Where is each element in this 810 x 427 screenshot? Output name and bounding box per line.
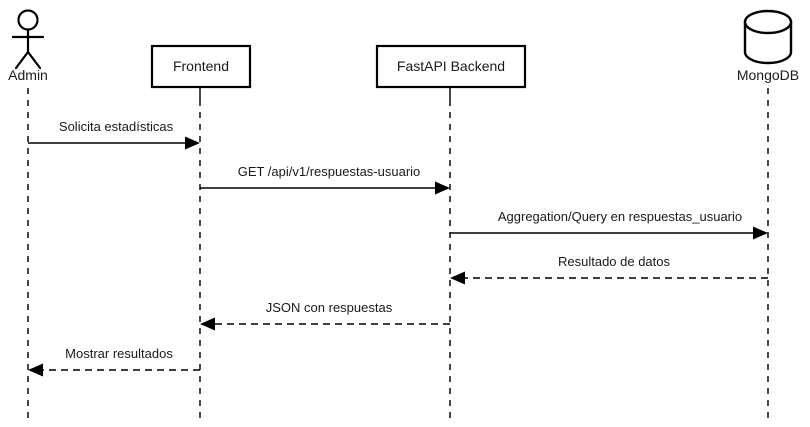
participant-label-mongodb: MongoDB [737, 67, 799, 83]
participant-box-frontend[interactable] [150, 44, 252, 89]
message-label: GET /api/v1/respuestas-usuario [238, 164, 421, 179]
participant-label-admin: Admin [8, 67, 48, 83]
message-get-respuestas-usuario[interactable]: GET /api/v1/respuestas-usuario [200, 164, 450, 195]
message-aggregation-query[interactable]: Aggregation/Query en respuestas_usuario [450, 209, 768, 240]
participant-mongodb[interactable]: MongoDB [737, 9, 799, 83]
message-label: Resultado de datos [558, 254, 671, 269]
participant-frontend[interactable]: Frontend [150, 44, 252, 89]
message-label: Solicita estadísticas [59, 119, 174, 134]
participant-backend[interactable]: FastAPI Backend [375, 44, 527, 89]
participant-label-backend: FastAPI Backend [397, 58, 505, 74]
arrow-head-right-icon [185, 136, 200, 150]
message-label: Mostrar resultados [65, 346, 173, 361]
participant-label-frontend: Frontend [173, 58, 229, 74]
message-json-con-respuestas[interactable]: JSON con respuestas [200, 300, 450, 331]
message-mostrar-resultados[interactable]: Mostrar resultados [28, 346, 200, 377]
stick-figure-icon [11, 9, 45, 70]
arrow-head-right-icon [753, 226, 768, 240]
arrow-head-left-icon [28, 363, 43, 377]
arrow-head-right-icon [435, 181, 450, 195]
message-label: Aggregation/Query en respuestas_usuario [498, 209, 742, 224]
arrow-head-left-icon [450, 271, 465, 285]
message-resultado-de-datos[interactable]: Resultado de datos [450, 254, 768, 285]
message-label: JSON con respuestas [266, 300, 393, 315]
message-solicita-estadisticas[interactable]: Solicita estadísticas [28, 119, 200, 150]
arrow-head-left-icon [200, 317, 215, 331]
database-cylinder-icon [743, 9, 793, 65]
participant-admin[interactable]: Admin [8, 9, 48, 84]
participant-box-backend[interactable] [375, 44, 527, 89]
